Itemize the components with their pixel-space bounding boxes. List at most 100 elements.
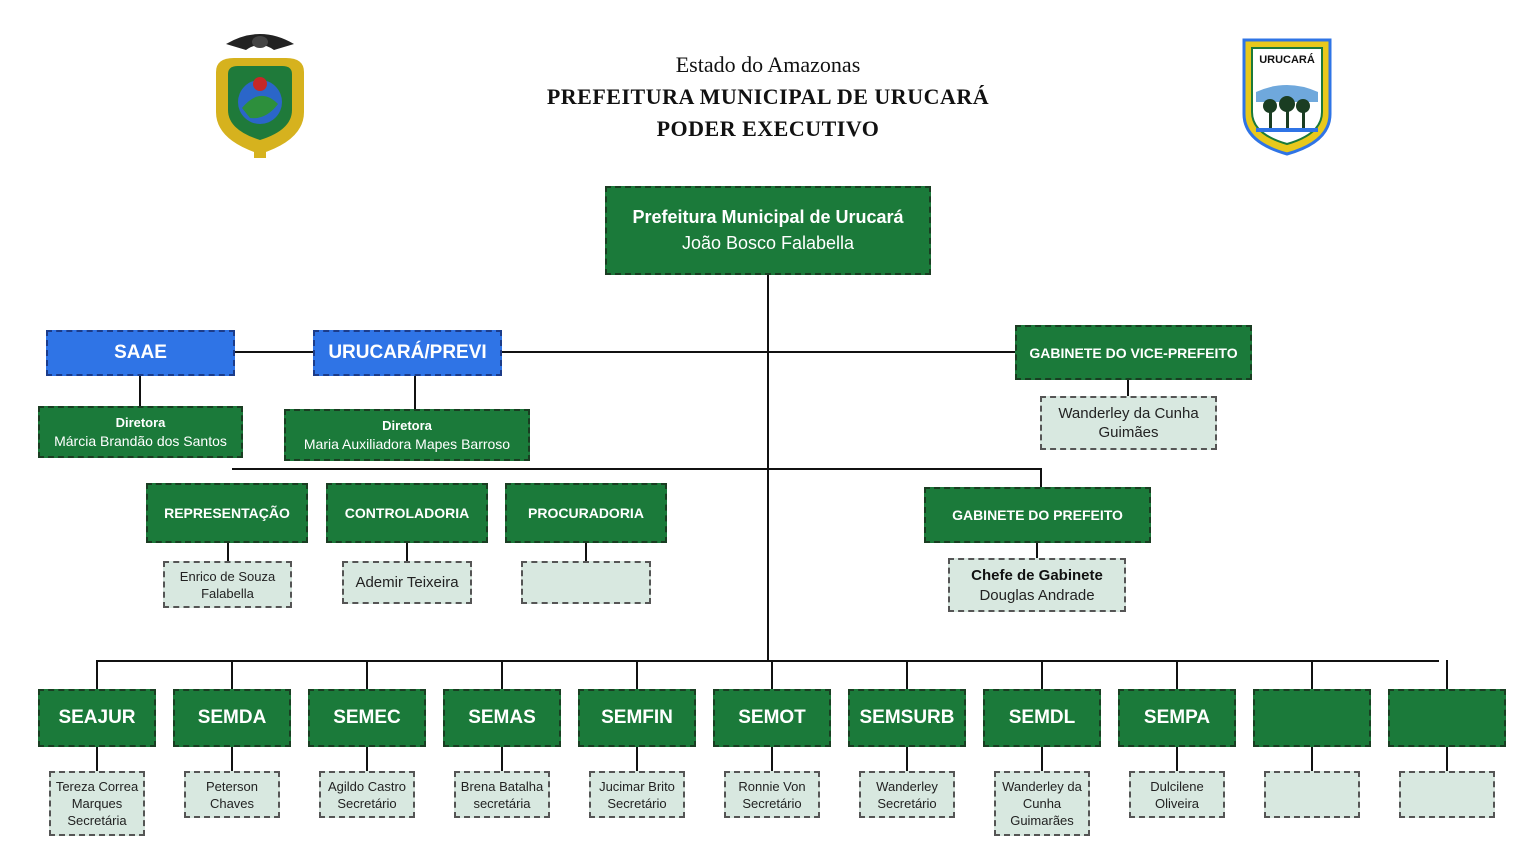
previ-director-role: Diretora: [382, 418, 432, 433]
secretariat-box-semfin[interactable]: SEMFIN: [578, 689, 696, 747]
secretariat-title: SEMAS: [468, 707, 536, 728]
secretariat-box-blank-11[interactable]: [1388, 689, 1506, 747]
connector-secretary-semec: [366, 746, 368, 772]
urucara-crest-logo: URUCARÁ: [1242, 38, 1332, 156]
secretary-line: Secretário: [742, 795, 802, 811]
secretariat-box-semda[interactable]: SEMDA: [173, 689, 291, 747]
vice-prefeito-name-box[interactable]: Wanderley da Cunha Guimães: [1040, 396, 1217, 450]
vice-prefeito-box[interactable]: GABINETE DO VICE-PREFEITO: [1015, 325, 1252, 380]
connector-secretary-semot: [771, 746, 773, 772]
previ-box[interactable]: URUCARÁ/PREVI: [313, 330, 502, 376]
secretary-line: Secretário: [337, 795, 397, 811]
connector-middle-bus: [232, 468, 1042, 470]
secretary-line: Wanderley da: [1002, 779, 1082, 794]
secretary-line: Secretário: [877, 795, 937, 811]
secretary-line: Cunha: [1022, 796, 1062, 811]
secretariat-box-semec[interactable]: SEMEC: [308, 689, 426, 747]
connector-secretary-semda: [231, 746, 233, 772]
secretary-line: Oliveira: [1154, 795, 1200, 811]
secretariat-box-semdl[interactable]: SEMDL: [983, 689, 1101, 747]
connector-vice-name: [1127, 380, 1129, 396]
prefeito-name: João Bosco Falabella: [681, 233, 855, 253]
connector-gabinete-chefe: [1036, 542, 1038, 558]
connector-gabinete-drop: [1040, 468, 1042, 488]
secretariat-box-semsurb[interactable]: SEMSURB: [848, 689, 966, 747]
connector-secretary-semas: [501, 746, 503, 772]
connector-upper-bus: [235, 351, 1015, 353]
representacao-name-line1: Enrico de Souza: [179, 568, 276, 584]
saae-title: SAAE: [114, 342, 167, 363]
secretariat-title: SEMDA: [197, 707, 267, 728]
connector-secretariat-blank-10: [1311, 660, 1313, 690]
vice-prefeito-title: GABINETE DO VICE-PREFEITO: [1029, 344, 1238, 361]
secretary-line: Brena Batalha: [460, 778, 544, 794]
secretary-box-blank-10[interactable]: [1264, 771, 1360, 818]
connector-secretariats-bus: [97, 660, 1439, 662]
header-state-name: Estado do Amazonas: [675, 52, 861, 77]
connector-representacao: [227, 542, 229, 561]
connector-secretary-seajur: [96, 746, 98, 772]
prefeitura-title: Prefeitura Municipal de Urucará: [632, 207, 904, 227]
previ-director-name: Maria Auxiliadora Mapes Barroso: [303, 436, 511, 452]
secretary-line: Jucimar Brito: [599, 778, 675, 794]
vice-prefeito-name-line1: Wanderley da Cunha: [1058, 405, 1199, 422]
secretary-line: Wanderley: [876, 778, 938, 794]
secretary-line: Ronnie Von: [738, 778, 806, 794]
connector-secretary-blank-11: [1446, 746, 1448, 772]
secretariat-title: SEMDL: [1008, 707, 1076, 728]
connector-secretary-semdl: [1041, 746, 1043, 772]
chefe-gabinete-name: Douglas Andrade: [979, 586, 1095, 604]
secretary-line: Secretária: [67, 813, 127, 828]
gabinete-prefeito-title: GABINETE DO PREFEITO: [952, 507, 1123, 523]
saae-director-name: Márcia Brandão dos Santos: [54, 433, 227, 449]
controladoria-box[interactable]: CONTROLADORIA: [326, 483, 488, 543]
secretariat-box-semot[interactable]: SEMOT: [713, 689, 831, 747]
secretariat-box-blank-10[interactable]: [1253, 689, 1371, 747]
chefe-gabinete-box[interactable]: Chefe de Gabinete Douglas Andrade: [948, 558, 1126, 612]
connector-secretary-sempa: [1176, 746, 1178, 772]
connector-controladoria: [406, 542, 408, 561]
prefeitura-box[interactable]: Prefeitura Municipal de Urucará João Bos…: [605, 186, 931, 275]
secretary-line: Secretário: [607, 795, 667, 811]
secretariat-box-seajur[interactable]: SEAJUR: [38, 689, 156, 747]
procuradoria-name-box[interactable]: [521, 561, 651, 604]
secretary-line: Chaves: [209, 795, 255, 811]
connector-saae-director: [139, 375, 141, 406]
chefe-gabinete-role: Chefe de Gabinete: [971, 566, 1103, 584]
secretariat-box-sempa[interactable]: SEMPA: [1118, 689, 1236, 747]
connector-secretariat-semas: [501, 660, 503, 690]
connector-secretary-semfin: [636, 746, 638, 772]
connector-secretariat-semot: [771, 660, 773, 690]
gabinete-prefeito-box[interactable]: GABINETE DO PREFEITO: [924, 487, 1151, 543]
secretary-box-blank-11[interactable]: [1399, 771, 1495, 818]
representacao-name-box[interactable]: Enrico de Souza Falabella: [163, 561, 292, 608]
secretariat-box-semas[interactable]: SEMAS: [443, 689, 561, 747]
previ-director-box[interactable]: Diretora Maria Auxiliadora Mapes Barroso: [284, 409, 530, 461]
secretariat-title: SEMFIN: [601, 707, 673, 728]
saae-box[interactable]: SAAE: [46, 330, 235, 376]
secretary-line: Agildo Castro: [327, 778, 407, 794]
representacao-box[interactable]: REPRESENTAÇÃO: [146, 483, 308, 543]
connector-secretariat-semec: [366, 660, 368, 690]
connector-secretary-semsurb: [906, 746, 908, 772]
saae-director-box[interactable]: Diretora Márcia Brandão dos Santos: [38, 406, 243, 458]
secretariat-title: SEMPA: [1143, 707, 1211, 728]
representacao-name-line2: Falabella: [201, 585, 254, 601]
header-municipality: PREFEITURA MUNICIPAL DE URUCARÁ: [546, 84, 990, 109]
secretary-line: Tereza Correa: [55, 779, 139, 794]
secretariat-title: SEAJUR: [58, 707, 136, 728]
connector-secretariat-seajur: [96, 660, 98, 690]
connector-secretariat-blank-11: [1446, 660, 1448, 690]
controladoria-name-box[interactable]: Ademir Teixeira: [342, 561, 472, 604]
procuradoria-box[interactable]: PROCURADORIA: [505, 483, 667, 543]
vice-prefeito-name-line2: Guimães: [1098, 424, 1159, 441]
